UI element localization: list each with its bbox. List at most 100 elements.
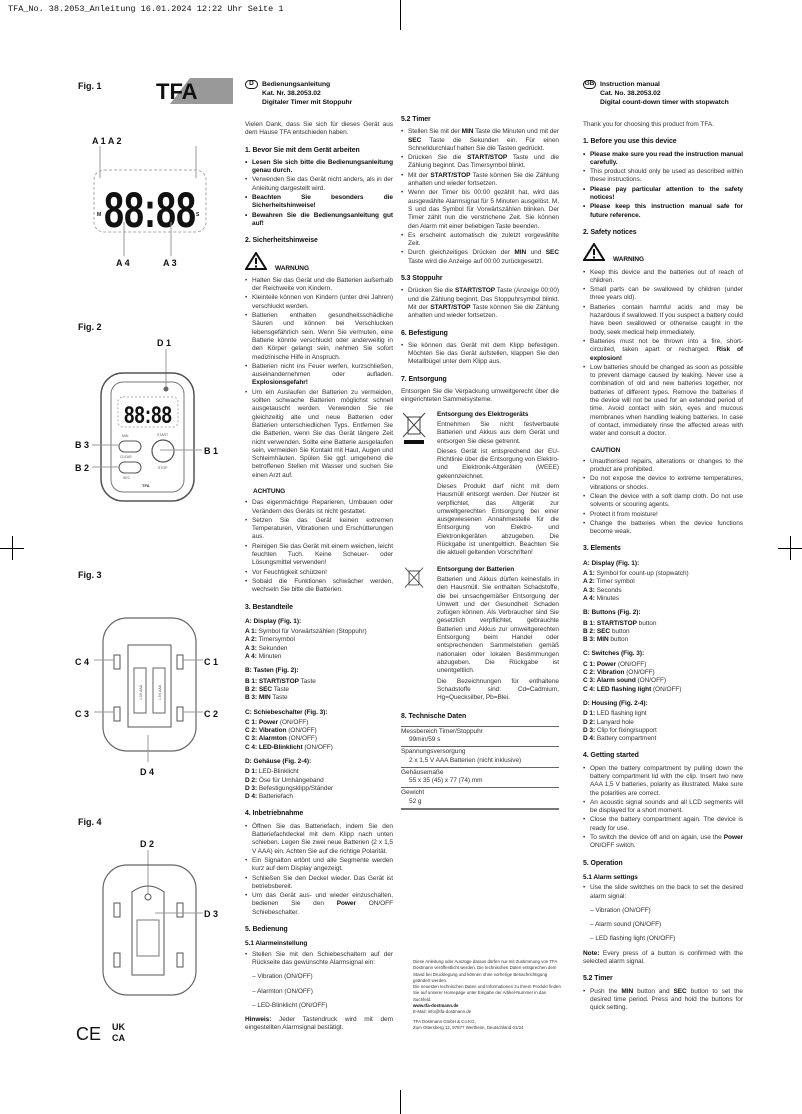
warning-heading: WARNUNG (244, 250, 393, 273)
svg-text:C 4: C 4 (75, 657, 89, 667)
list-item: An acoustic signal sounds and all LCD se… (583, 799, 743, 816)
text-run: Push the (590, 987, 622, 995)
list-item: This product should only be used as desc… (583, 168, 743, 185)
alarm-option: – Alarm sound (ON/OFF) (590, 921, 662, 929)
svg-text:1.5V AAA: 1.5V AAA (158, 684, 162, 700)
section-heading: 5.2 Timer (401, 116, 431, 123)
svg-text:B 2: B 2 (75, 463, 89, 473)
element-item: A 3: Sekunden (245, 645, 393, 653)
alarm-option: – LED-Blinklicht (ON/OFF) (252, 1001, 328, 1009)
list-item: Es erscheint automatisch die zuletzt vor… (401, 232, 559, 249)
bold-text-run: A 4: (245, 653, 257, 661)
text-run: Taste (272, 685, 289, 693)
bold-text-run: Hinweis: (245, 1016, 272, 1024)
caution-label: CAUTION (591, 446, 621, 454)
text-run: Taste (Anzeige 00:00) und die Zählung be… (408, 287, 560, 311)
svg-text:C 2: C 2 (204, 709, 218, 719)
title-line: Digital count-down timer with stopwatch (600, 99, 729, 106)
bold-text-run: B 1: START/STOP (245, 677, 299, 685)
svg-text:START: START (157, 433, 169, 437)
element-item: C 2: Vibration (ON/OFF) (583, 669, 743, 677)
warning-triangle-icon (244, 250, 268, 273)
bold-text-run: SEC (545, 249, 559, 257)
text-run: Batteriefach (257, 793, 293, 801)
svg-text:88:88: 88:88 (104, 182, 196, 238)
svg-text:D 1: D 1 (157, 338, 171, 348)
list-item: Schließen Sie den Deckel wieder. Das Ger… (245, 875, 393, 892)
element-item: D 4: Batteriefach (245, 793, 393, 801)
list-item: Sie können das Gerät mit dem Klipp befes… (401, 342, 559, 367)
text-run: Batteries must not be thrown into a fire… (590, 337, 743, 354)
svg-text:B 3: B 3 (75, 440, 89, 450)
list-item: Drücken Sie die START/STOP Taste (Anzeig… (401, 287, 559, 320)
list-item: Clean the device with a soft damp cloth.… (583, 493, 743, 510)
text-run: (ON/OFF) (635, 677, 667, 685)
table-rule (401, 808, 559, 811)
subsection-heading: A: Display (Fig. 1): (245, 617, 302, 625)
bold-text-run: START/STOP (455, 287, 496, 295)
paragraph: Entsorgen Sie die Verpackung umweltgerec… (401, 388, 559, 404)
element-item: D 3: Befestigungsklipp/Ständer (245, 785, 393, 793)
bold-text-run: D 3: (583, 726, 596, 734)
element-item: C 4: LED-Blinklicht (ON/OFF) (245, 744, 393, 752)
bold-text-run: SEC (408, 136, 422, 144)
list-item: Verwenden Sie das Gerät nicht anders, al… (245, 176, 393, 193)
svg-text:D 3: D 3 (204, 909, 218, 919)
bold-text-run: B 2: SEC (245, 685, 273, 693)
text-run: Clip for fixing/support (595, 726, 657, 734)
text-run: Battery compartment (595, 735, 657, 743)
text-run: button (608, 636, 629, 644)
bold-text-run: B 3: MIN (245, 694, 271, 702)
crop-mark (12, 536, 13, 560)
subsection-heading: 5.1 Alarm settings (583, 873, 638, 881)
disposal-paragraph: Entnehmen Sie nicht festverbaute Batteri… (437, 420, 559, 445)
svg-text:CE: CE (76, 1024, 101, 1044)
element-item: D 1: LED flashing light (583, 710, 743, 718)
bold-text-run: Power (723, 834, 743, 842)
element-item: C 1: Power (ON/OFF) (245, 719, 393, 727)
list-item: Please pay particular attention to the s… (583, 186, 743, 203)
svg-text:88:88: 88:88 (124, 402, 172, 429)
bold-text-run: MIN (514, 249, 527, 257)
element-item: B 2: SEC button (583, 628, 743, 636)
text-run: Stellen Sie mit der (408, 128, 462, 136)
spec-value: 2 x 1,5 V AAA Batterien (nicht inklusive… (409, 756, 522, 764)
svg-text:C 3: C 3 (75, 709, 89, 719)
text-run: Taste wird die Anzeige auf 00:00 zurückg… (408, 257, 543, 265)
footer-email[interactable]: E-Mail: info@tfa-dostmann.de (413, 1009, 472, 1015)
section-heading: 3. Bestandteile (245, 603, 293, 611)
bold-text-run: A 3: (245, 644, 257, 652)
bold-text-run: A 1: (245, 628, 257, 636)
text-run: Taste können Sie die Zählung anhalten un… (408, 171, 559, 188)
text-run: Every press of a button is confirmed wit… (583, 949, 743, 966)
warning-label: WARNING (613, 256, 645, 264)
text-run: Drücken Sie die (408, 287, 455, 295)
text-run: Mit der (408, 171, 431, 179)
list-item: Stellen Sie mit den Schiebeschaltern auf… (245, 951, 393, 968)
subsection-heading: B: Tasten (Fig. 2): (245, 667, 299, 675)
bold-text-run: SEC (673, 987, 687, 995)
bold-text-run: D 4: (583, 735, 596, 743)
text-run: Taste (270, 694, 288, 702)
svg-text:A 1 A 2: A 1 A 2 (92, 136, 122, 146)
text-run: Minutes (594, 594, 620, 602)
text-run: (ON/OFF) (286, 727, 317, 735)
text-run: button (636, 619, 657, 627)
list-item: Batterien enthalten gesundheitsschädlich… (245, 312, 393, 362)
list-item: Open the battery compartment by pulling … (583, 765, 743, 798)
bold-text-run: Explosionsgefahr! (252, 379, 308, 387)
element-item: C 4: LED flashing light (ON/OFF) (583, 686, 743, 694)
text-run: Symbol for count-up (stopwatch) (594, 570, 689, 578)
bold-text-run: D 2: (583, 718, 596, 726)
list-item: Unauthorised repairs, alterations or cha… (583, 458, 743, 475)
footer-website-link[interactable]: www.tfa-dostmann.de (413, 1003, 459, 1009)
list-item: Protect it from moisture! (583, 511, 743, 520)
element-item: D 2: Lanyard hole (583, 719, 743, 727)
section-heading: 1. Before you use this device (583, 138, 677, 146)
title-line: Instruction manual (600, 81, 660, 88)
